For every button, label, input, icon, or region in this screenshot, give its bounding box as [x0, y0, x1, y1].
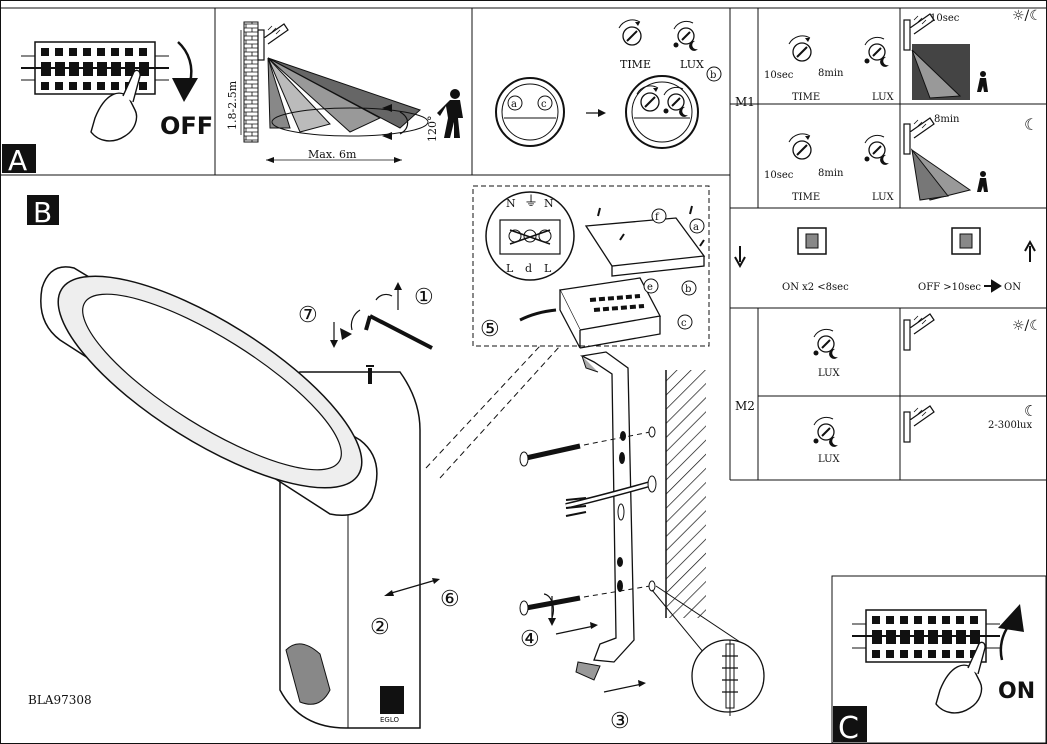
model-number: BLA97308	[28, 693, 92, 707]
sun-moon-icon: ☼/☾	[1012, 318, 1042, 334]
m2-row2-lux: LUX	[818, 454, 841, 465]
marker-e: e	[647, 282, 653, 293]
mode-m2-label: M2	[735, 399, 755, 413]
max-distance-label: Max. 6m	[308, 148, 357, 161]
on-label: ON	[998, 679, 1035, 704]
junction-box	[519, 205, 706, 349]
lamp-body: EGLO	[40, 266, 421, 729]
sensor-head-icon	[903, 405, 935, 443]
step-7: ⑦	[298, 303, 318, 328]
step-3: ③	[610, 709, 630, 734]
arrow-down-icon	[172, 78, 198, 102]
terminal-l-right: L	[544, 262, 552, 275]
ground-icon: ⏚	[524, 194, 538, 210]
step-2: ②	[370, 615, 390, 640]
marker-b: b	[710, 70, 716, 81]
lux-label: LUX	[680, 58, 704, 71]
person-icon	[977, 71, 988, 92]
terminal-block-detail: N ⏚ N L d L	[485, 191, 575, 281]
person-icon	[977, 171, 988, 192]
m1-row2-lux: LUX	[872, 192, 895, 203]
marker-f: f	[655, 212, 660, 223]
arrow-up-icon	[1024, 239, 1036, 262]
m1-row2-max: 8min	[818, 168, 844, 179]
marker-c: c	[681, 318, 687, 329]
marker-c: c	[541, 99, 547, 110]
lux-dial-icon	[812, 328, 839, 360]
brand-text: EGLO	[380, 716, 399, 724]
panel-c-breaker-on: ON C	[831, 575, 1047, 744]
mount-height-label: 1.8-2.5m	[226, 80, 239, 130]
moon-icon: ☾	[1024, 402, 1037, 420]
lux-dial-icon	[812, 416, 839, 448]
panel-c-letter: C	[838, 711, 859, 744]
wall-switch-icon	[797, 227, 827, 255]
panel-b-installation: B EGLO BLA97308 ① ⑦ ② ⑥	[27, 185, 765, 734]
arrow-right-icon	[984, 279, 1002, 293]
time-dial-icon	[788, 34, 812, 62]
switch-on-word: ON	[1004, 282, 1021, 293]
m1-row2-min: 10sec	[764, 170, 794, 181]
m1-row2-time: TIME	[792, 192, 820, 203]
lux-dial-icon	[863, 134, 890, 166]
m1-row2-result: 8min	[934, 114, 960, 125]
mode-table: M1 10sec 8min TIME LUX 10sec ☼/☾ 10sec 8…	[730, 8, 1047, 481]
marker-a: a	[511, 99, 517, 110]
mounting-bracket	[575, 351, 635, 681]
panel-a-breaker-off: OFF A	[2, 41, 213, 177]
person-icon	[437, 89, 463, 138]
brand-logo	[380, 686, 404, 714]
terminal-l-left: L	[506, 262, 514, 275]
step-1: ①	[414, 285, 434, 310]
step-6: ⑥	[440, 587, 460, 612]
breaker-icon	[20, 41, 170, 95]
mode-m1-label: M1	[735, 95, 755, 109]
arrow-up-icon	[998, 604, 1024, 632]
m1-row1-max: 8min	[818, 68, 844, 79]
time-label: TIME	[620, 58, 651, 71]
step-4: ④	[520, 627, 540, 652]
sensor-head-icon	[903, 117, 935, 155]
time-dial-icon	[618, 18, 642, 46]
step-5: ⑤	[480, 317, 500, 342]
off-label: OFF	[160, 112, 213, 140]
terminal-d: d	[525, 262, 532, 275]
switch-off-text: OFF >10sec	[918, 282, 981, 293]
time-dial-icon	[788, 132, 812, 160]
lux-dial-icon	[672, 20, 699, 52]
terminal-n-left: N	[506, 197, 516, 210]
m2-row1-lux: LUX	[818, 368, 841, 379]
cable-icon	[565, 475, 657, 517]
sun-moon-icon: ☼/☾	[1012, 8, 1042, 24]
lux-dial-icon	[863, 36, 890, 68]
moon-icon: ☾	[1024, 115, 1038, 134]
screw-icon	[519, 580, 656, 626]
m1-row1-lux: LUX	[872, 92, 895, 103]
sensor-head-icon	[257, 23, 289, 61]
panel-a-dials: a c TIME LUX b	[495, 18, 722, 149]
panel-a-letter: A	[8, 144, 27, 177]
panel-b-letter: B	[33, 196, 52, 229]
m2-row2-range: 2-300lux	[988, 420, 1032, 431]
switch-on-text: ON x2 <8sec	[782, 282, 849, 293]
marker-a: a	[693, 222, 699, 233]
angle-label: 120°	[426, 116, 439, 143]
hex-key-icon	[369, 314, 433, 350]
panel-a-detection-range: 1.8-2.5m 120° Max. 6m	[226, 21, 463, 163]
m1-row1-min: 10sec	[764, 70, 794, 81]
terminal-n-right: N	[544, 197, 554, 210]
arrow-down-icon	[734, 246, 746, 269]
sensor-head-icon	[903, 313, 935, 351]
m1-row1-result: 10sec	[930, 13, 960, 24]
m1-row1-time: TIME	[792, 92, 820, 103]
arrow-right-icon	[598, 109, 606, 117]
screw-icon	[519, 426, 656, 467]
marker-b: b	[685, 284, 691, 295]
